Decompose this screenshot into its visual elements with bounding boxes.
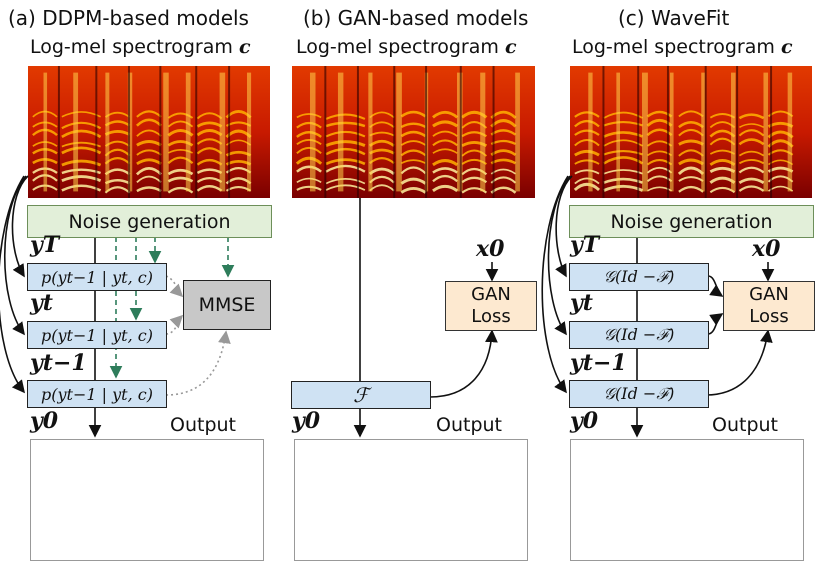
wavefit-block-1: 𝒢(Id −ℱ) xyxy=(569,263,709,291)
mmse-box: MMSE xyxy=(183,280,271,330)
var-yT-a: yT xyxy=(30,232,60,258)
denoise-block-1: p(yt−1 | yt, c) xyxy=(27,263,167,291)
output-label-b: Output xyxy=(436,414,502,436)
var-yt-a: yt xyxy=(30,290,53,316)
wavefit-block-3: 𝒢(Id −ℱ) xyxy=(569,380,709,408)
var-x0-c: x0 xyxy=(752,236,781,262)
panel-b-title: (b) GAN-based models xyxy=(303,6,529,30)
var-yt1-c: yt−1 xyxy=(570,350,627,376)
panel-b-subtitle: Log-mel spectrogram c xyxy=(296,36,517,58)
gan-loss-b: GAN Loss xyxy=(445,281,537,331)
waveform-frame-b xyxy=(294,439,528,561)
denoise-block-2: p(yt−1 | yt, c) xyxy=(27,321,167,349)
noise-generation-a: Noise generation xyxy=(27,205,272,238)
var-yT-c: yT xyxy=(570,232,600,258)
spectrogram-a xyxy=(28,66,270,198)
panel-a-subtitle: Log-mel spectrogram c xyxy=(30,36,251,58)
waveform-frame-a xyxy=(30,439,264,561)
var-x0-b: x0 xyxy=(476,236,505,262)
panel-c-title: (c) WaveFit xyxy=(618,6,730,30)
waveform-frame-c xyxy=(570,439,804,561)
var-y0-b: y0 xyxy=(292,408,321,434)
var-yt1-a: yt−1 xyxy=(30,350,87,376)
gan-loss-c: GAN Loss xyxy=(723,281,815,331)
spectrogram-c xyxy=(570,66,812,198)
wavefit-block-2: 𝒢(Id −ℱ) xyxy=(569,321,709,349)
var-y0-a: y0 xyxy=(30,408,59,434)
denoise-block-3: p(yt−1 | yt, c) xyxy=(27,380,167,408)
panel-a-title: (a) DDPM-based models xyxy=(8,6,249,30)
noise-generation-c: Noise generation xyxy=(569,205,814,238)
panel-c-subtitle: Log-mel spectrogram c xyxy=(572,36,793,58)
var-yt-c: yt xyxy=(570,290,593,316)
output-label-a: Output xyxy=(170,414,236,436)
output-label-c: Output xyxy=(712,414,778,436)
generator-f-box: ℱ xyxy=(291,381,431,409)
var-y0-c: y0 xyxy=(570,408,599,434)
spectrogram-b xyxy=(292,66,535,198)
